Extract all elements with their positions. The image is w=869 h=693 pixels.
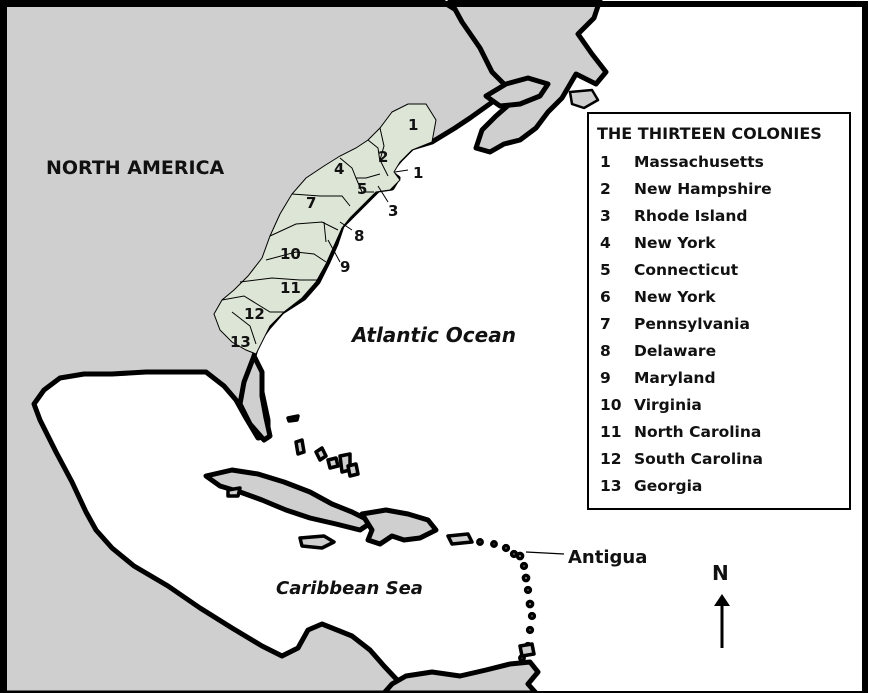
- colony-number-markers: 1 2 1 3 4 5 7 8 10 9 11 12 13: [230, 116, 423, 351]
- marker-connecticut: 5: [357, 180, 367, 198]
- legend-box: [587, 112, 851, 510]
- svg-text:2: 2: [600, 180, 611, 198]
- trinidad-island: [518, 642, 536, 658]
- svg-text:10: 10: [600, 396, 622, 414]
- sea-label: Caribbean Sea: [276, 578, 423, 599]
- legend-item: 3 Rhode Island: [600, 207, 748, 225]
- island-label-antigua: Antigua: [568, 547, 647, 568]
- svg-text:8: 8: [600, 342, 611, 360]
- north-arrow: N: [712, 561, 730, 648]
- svg-text:3: 3: [600, 207, 611, 225]
- marker-new-york: 4: [334, 160, 344, 178]
- north-label: N: [712, 561, 729, 585]
- marker-maryland: 9: [340, 258, 350, 276]
- svg-text:New Hampshire: New Hampshire: [634, 180, 772, 198]
- marker-new-hampshire: 2: [378, 148, 388, 166]
- legend-item: 9 Maryland: [600, 369, 716, 387]
- legend-item: 12 South Carolina: [600, 450, 763, 468]
- legend-item: 1 Massachusetts: [600, 153, 764, 171]
- legend-item: 13 Georgia: [600, 477, 702, 495]
- legend-item: 5 Connecticut: [600, 261, 739, 279]
- svg-text:7: 7: [600, 315, 611, 333]
- legend-item: 2 New Hampshire: [600, 180, 772, 198]
- svg-text:13: 13: [600, 477, 622, 495]
- legend-item: 4 New York: [600, 234, 716, 252]
- svg-text:North Carolina: North Carolina: [634, 423, 761, 441]
- continent-label: NORTH AMERICA: [46, 157, 225, 179]
- legend-list: 1 Massachusetts 2 New Hampshire 3 Rhode …: [600, 153, 772, 495]
- marker-massachusetts: 1: [413, 164, 423, 182]
- hispaniola-island: [359, 507, 439, 547]
- cuba-island: [203, 467, 375, 533]
- leader-lines: [327, 169, 565, 555]
- legend: THE THIRTEEN COLONIES 1 Massachusetts 2 …: [587, 112, 851, 510]
- marker-georgia: 13: [230, 333, 251, 351]
- svg-text:Connecticut: Connecticut: [634, 261, 739, 279]
- legend-item: 10 Virginia: [600, 396, 702, 414]
- maritime-island: [483, 75, 551, 109]
- florida-peninsula: [237, 353, 273, 443]
- marker-rhode-island: 3: [388, 202, 398, 220]
- svg-text:Maryland: Maryland: [634, 369, 716, 387]
- svg-text:Virginia: Virginia: [634, 396, 702, 414]
- svg-text:Massachusetts: Massachusetts: [634, 153, 764, 171]
- legend-item: 6 New York: [600, 288, 716, 306]
- marker-north-carolina: 11: [280, 279, 301, 297]
- legend-item: 8 Delaware: [600, 342, 716, 360]
- svg-text:Georgia: Georgia: [634, 477, 702, 495]
- marker-delaware: 8: [354, 227, 364, 245]
- north-arrow-head: [714, 594, 730, 606]
- ocean-label: Atlantic Ocean: [350, 323, 516, 347]
- jamaica-island: [298, 534, 336, 550]
- svg-text:5: 5: [600, 261, 611, 279]
- maritime-island-small: [568, 88, 600, 110]
- svg-text:4: 4: [600, 234, 611, 252]
- colony-borders: [221, 127, 389, 345]
- svg-text:6: 6: [600, 288, 611, 306]
- marker-massachusetts-maine: 1: [408, 116, 418, 134]
- svg-text:Pennsylvania: Pennsylvania: [634, 315, 750, 333]
- legend-item: 7 Pennsylvania: [600, 315, 750, 333]
- svg-text:9: 9: [600, 369, 611, 387]
- legend-item: 11 North Carolina: [600, 423, 761, 441]
- puerto-rico-island: [446, 532, 474, 546]
- marker-virginia: 10: [280, 245, 301, 263]
- legend-title: THE THIRTEEN COLONIES: [597, 124, 822, 143]
- bahamas-islands: [286, 414, 360, 478]
- svg-text:1: 1: [600, 153, 611, 171]
- svg-text:New York: New York: [634, 234, 716, 252]
- south-america-landmass: [381, 659, 541, 693]
- marker-south-carolina: 12: [244, 305, 265, 323]
- svg-text:Delaware: Delaware: [634, 342, 716, 360]
- isle-of-youth: [226, 486, 242, 498]
- svg-text:Rhode Island: Rhode Island: [634, 207, 748, 225]
- svg-text:New York: New York: [634, 288, 716, 306]
- svg-text:11: 11: [600, 423, 622, 441]
- svg-text:12: 12: [600, 450, 622, 468]
- svg-text:South Carolina: South Carolina: [634, 450, 763, 468]
- marker-pennsylvania: 7: [306, 194, 316, 212]
